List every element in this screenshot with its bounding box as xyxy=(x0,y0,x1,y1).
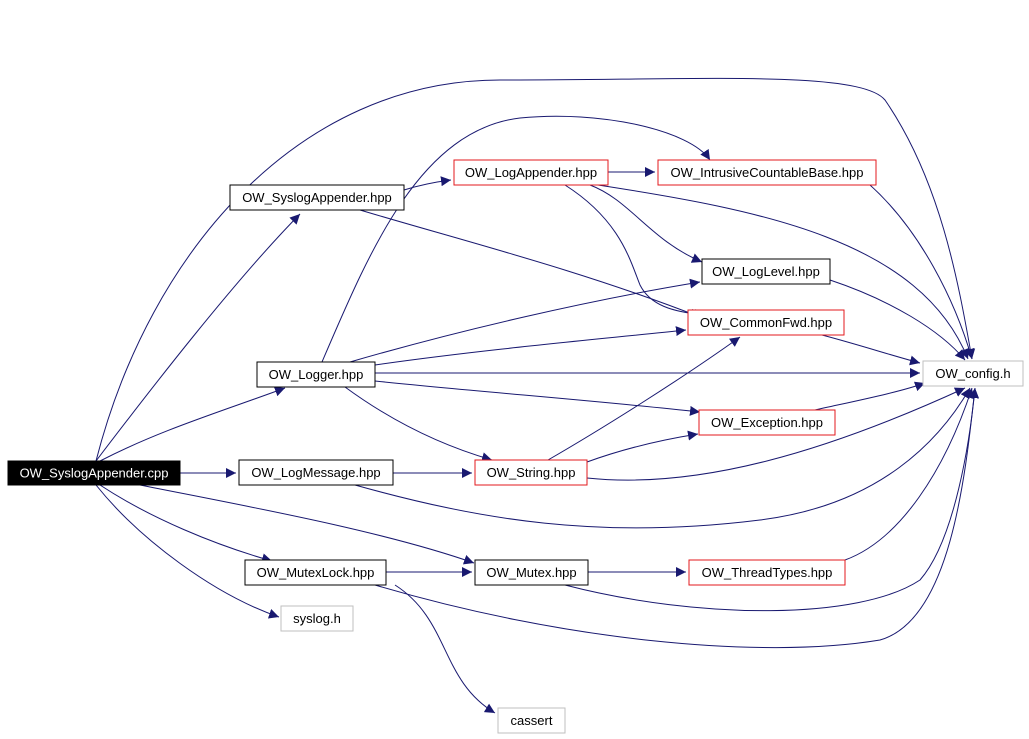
edge-root-to-mutexlock xyxy=(99,484,273,564)
node-box xyxy=(474,559,589,586)
node-logmsg[interactable]: OW_LogMessage.hpp xyxy=(238,459,394,486)
node-logapp[interactable]: OW_LogAppender.hpp xyxy=(453,159,609,186)
edge-sysapp-to-logapp xyxy=(403,176,452,191)
edge-logapp-to-config xyxy=(597,184,969,360)
node-icb[interactable]: OW_IntrusiveCountableBase.hpp xyxy=(657,159,877,186)
node-exception[interactable]: OW_Exception.hpp xyxy=(698,409,836,436)
node-syslog[interactable]: syslog.h xyxy=(280,605,354,632)
node-commonfwd[interactable]: OW_CommonFwd.hpp xyxy=(687,309,845,336)
edge-logapp-to-loglevel xyxy=(589,184,703,263)
node-box xyxy=(256,361,376,388)
node-box xyxy=(229,184,405,211)
edge-logger-to-icb xyxy=(321,115,711,363)
node-label: OW_CommonFwd.hpp xyxy=(700,315,832,330)
node-label: OW_ThreadTypes.hpp xyxy=(702,565,833,580)
node-box xyxy=(657,159,877,186)
edge-root-to-config xyxy=(95,77,976,462)
node-box xyxy=(7,460,181,486)
edge-mutexlock-to-cassert xyxy=(394,584,496,714)
node-box xyxy=(280,605,354,632)
node-box xyxy=(922,360,1024,387)
node-label: OW_Exception.hpp xyxy=(711,415,823,430)
edge-threadtypes-to-config xyxy=(844,387,974,561)
edge-mutex-to-config xyxy=(564,387,980,612)
node-label: OW_String.hpp xyxy=(487,465,576,480)
node-label: OW_SyslogAppender.cpp xyxy=(20,466,169,481)
edge-sysapp-to-commonfwd xyxy=(359,209,701,319)
node-box xyxy=(701,258,831,285)
node-sysapp[interactable]: OW_SyslogAppender.hpp xyxy=(229,184,405,211)
edge-root-to-logger xyxy=(99,386,286,462)
node-box xyxy=(687,309,845,336)
node-box xyxy=(688,559,846,586)
node-mutexlock[interactable]: OW_MutexLock.hpp xyxy=(244,559,387,586)
edge-logmsg-to-config xyxy=(354,387,971,529)
edge-loglevel-to-config xyxy=(829,279,966,361)
edge-mutexlock-to-config xyxy=(374,387,979,649)
edge-logapp-to-commonfwd xyxy=(564,184,706,320)
node-box xyxy=(698,409,836,436)
node-label: OW_SyslogAppender.hpp xyxy=(242,190,392,205)
edge-string-to-exception xyxy=(586,430,699,463)
node-box xyxy=(244,559,387,586)
edge-exception-to-config xyxy=(814,381,926,411)
edge-commonfwd-to-config xyxy=(821,334,921,366)
node-box xyxy=(453,159,609,186)
node-mutex[interactable]: OW_Mutex.hpp xyxy=(474,559,589,586)
edge-logger-to-commonfwd xyxy=(374,326,687,366)
edges-layer xyxy=(95,77,980,714)
edge-icb-to-config xyxy=(869,184,975,360)
node-box xyxy=(474,459,588,486)
node-logger[interactable]: OW_Logger.hpp xyxy=(256,361,376,388)
node-label: OW_LogAppender.hpp xyxy=(465,165,597,180)
edge-root-to-mutex xyxy=(139,484,475,565)
node-loglevel[interactable]: OW_LogLevel.hpp xyxy=(701,258,831,285)
edge-logger-to-loglevel xyxy=(349,278,701,363)
node-string[interactable]: OW_String.hpp xyxy=(474,459,588,486)
nodes-layer: OW_SyslogAppender.cpp OW_SyslogAppender.h… xyxy=(7,159,1024,734)
node-label: OW_IntrusiveCountableBase.hpp xyxy=(671,165,864,180)
node-box xyxy=(497,707,566,734)
edge-root-to-sysapp xyxy=(95,213,301,462)
edge-root-to-syslog xyxy=(95,484,280,619)
node-label: OW_config.h xyxy=(935,366,1010,381)
node-label: OW_Mutex.hpp xyxy=(486,565,576,580)
edge-logger-to-string xyxy=(344,386,493,463)
node-threadtypes[interactable]: OW_ThreadTypes.hpp xyxy=(688,559,846,586)
node-cassert[interactable]: cassert xyxy=(497,707,566,734)
node-root[interactable]: OW_SyslogAppender.cpp xyxy=(7,460,181,486)
edge-string-to-commonfwd xyxy=(547,336,741,461)
edge-string-to-config xyxy=(586,387,966,481)
node-label: OW_MutexLock.hpp xyxy=(257,565,375,580)
node-label: cassert xyxy=(511,713,553,728)
edge-logger-to-exception xyxy=(374,380,701,416)
node-config[interactable]: OW_config.h xyxy=(922,360,1024,387)
node-label: OW_LogMessage.hpp xyxy=(251,465,380,480)
node-box xyxy=(238,459,394,486)
node-label: OW_Logger.hpp xyxy=(269,367,364,382)
node-label: OW_LogLevel.hpp xyxy=(712,264,820,279)
node-label: syslog.h xyxy=(293,611,341,626)
